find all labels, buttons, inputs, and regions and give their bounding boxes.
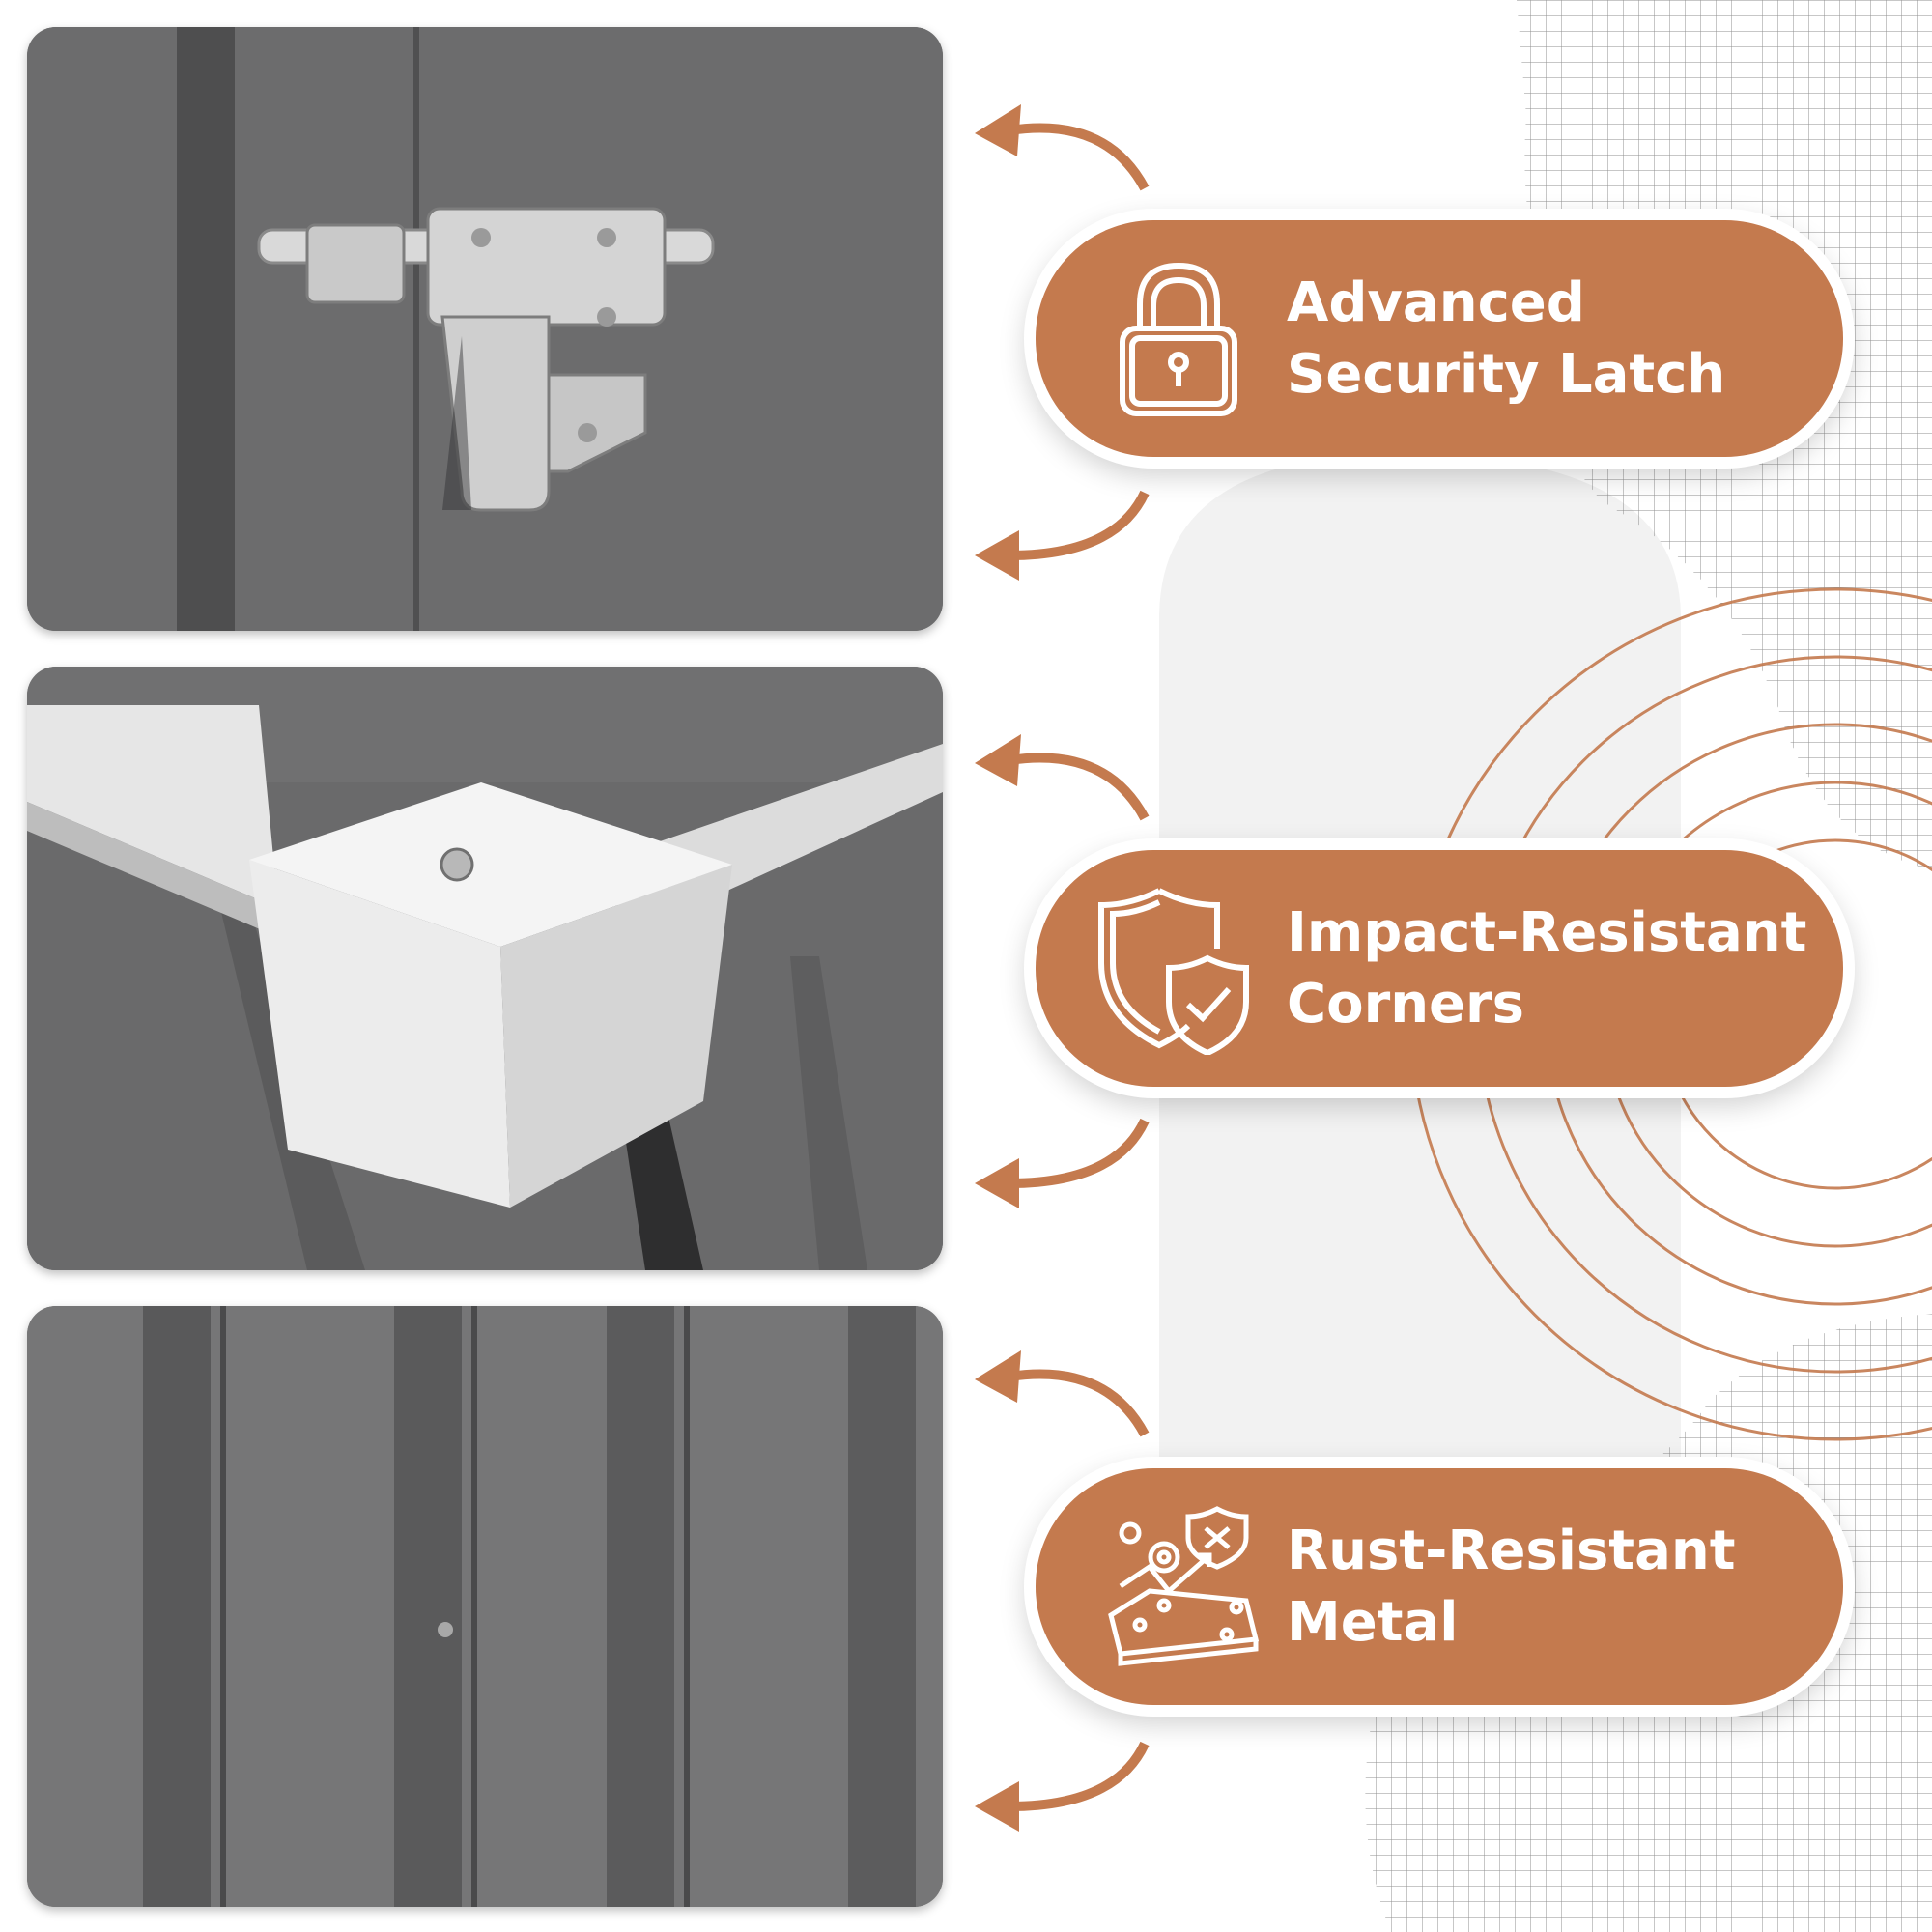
feature-title-line1: Rust-Resistant — [1287, 1519, 1736, 1582]
feature-badge-security-latch: Advanced Security Latch — [1036, 220, 1843, 457]
pointer-arrow — [975, 1118, 1150, 1208]
feature-title-line2: Corners — [1287, 972, 1524, 1036]
rust-resistant-metal-photo — [27, 1306, 943, 1907]
feature-title-line2: Metal — [1287, 1590, 1459, 1654]
impact-corner-photo — [27, 667, 943, 1270]
pointer-arrow — [975, 734, 1150, 821]
feature-title: Impact-Resistant Corners — [1287, 897, 1806, 1040]
feature-title-line1: Advanced — [1287, 270, 1585, 334]
feature-badge-impact-corners: Impact-Resistant Corners — [1036, 850, 1843, 1087]
pointer-arrow — [975, 1350, 1150, 1437]
pointer-arrow — [975, 104, 1150, 191]
shield-check-icon — [1098, 888, 1249, 1055]
pointer-arrow — [975, 490, 1150, 581]
feature-title: Advanced Security Latch — [1287, 268, 1725, 411]
padlock-icon — [1120, 262, 1237, 416]
feature-title-line1: Impact-Resistant — [1287, 900, 1807, 964]
feature-badge-rust-resistant-metal: Rust-Resistant Metal — [1036, 1468, 1843, 1705]
pointer-arrow — [975, 1741, 1150, 1832]
security-latch-photo — [27, 27, 943, 631]
metal-sheet-gear-shield-icon — [1108, 1506, 1260, 1666]
feature-title-line2: Security Latch — [1287, 342, 1726, 406]
feature-title: Rust-Resistant Metal — [1287, 1516, 1736, 1659]
